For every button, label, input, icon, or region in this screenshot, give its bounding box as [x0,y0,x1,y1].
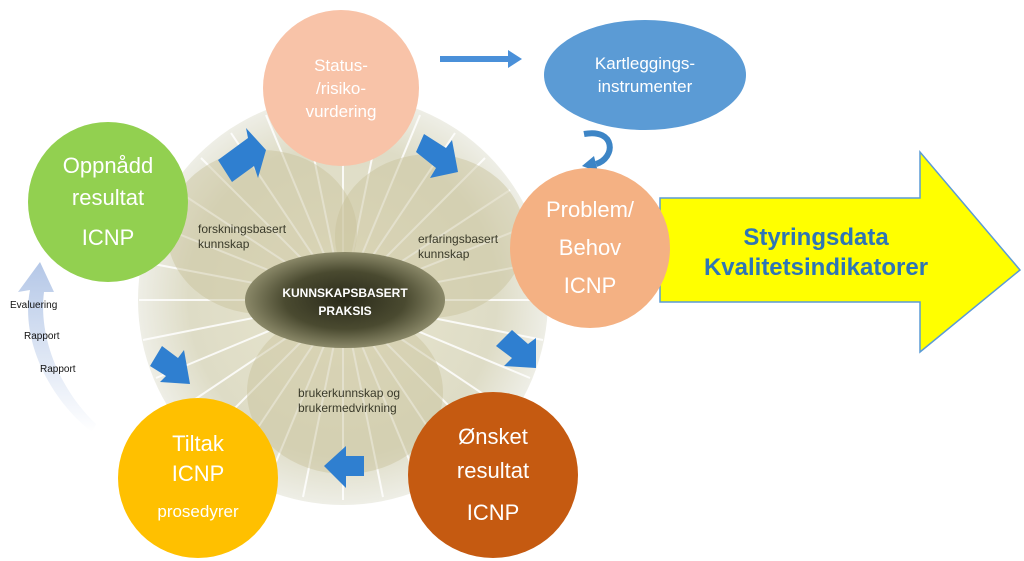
output-arrow-shape [659,149,1022,354]
center-line-1: KUNNSKAPSBASERT [282,286,408,300]
center-core [245,252,445,348]
cycle-arrows [150,128,536,488]
feedback-label-evaluering: Evaluering [10,300,58,311]
desired-outcome-step: Ønsket resultat ICNP [408,392,578,558]
feedback-arrow [18,262,96,432]
cycle-arrow-5 [150,346,190,384]
kartlegging-to-problem-arrow [583,130,613,167]
center-label: KUNNSKAPSBASERT PRAKSIS [245,284,445,320]
problem-need-step: Problem/ Behov ICNP [510,168,670,328]
cycle-arrow-1 [218,128,266,182]
user-knowledge-label: brukerkunnskap og brukermedvirkning [298,386,401,415]
status-to-kartlegging-arrow [440,50,522,68]
assessment-tools-step: Kartleggings- instrumenter [544,20,746,130]
cycle-arrow-3 [496,330,536,368]
intervention-step: Tiltak ICNP prosedyrer [118,398,278,558]
feedback-label-rapport-2: Rapport [40,364,76,375]
cycle-arrow-2 [416,134,458,178]
output-line-1: Styringsdata [743,224,889,251]
center-line-2: PRAKSIS [318,304,372,318]
status-risk-assessment-step: Status- /risiko- vurdering [263,10,419,166]
research-knowledge-label: forskningsbasert kunnskap [198,222,287,251]
output-label: Styringsdata Kvalitetsindikatorer [676,218,956,288]
output-line-2: Kvalitetsindikatorer [703,254,929,281]
experience-knowledge-label: erfaringsbasert kunnskap [418,232,499,261]
feedback-label-rapport-1: Rapport [24,331,60,342]
achieved-outcome-step: Oppnådd resultat ICNP [28,122,188,282]
cycle-arrow-4 [324,446,364,488]
user-petal [247,310,443,474]
